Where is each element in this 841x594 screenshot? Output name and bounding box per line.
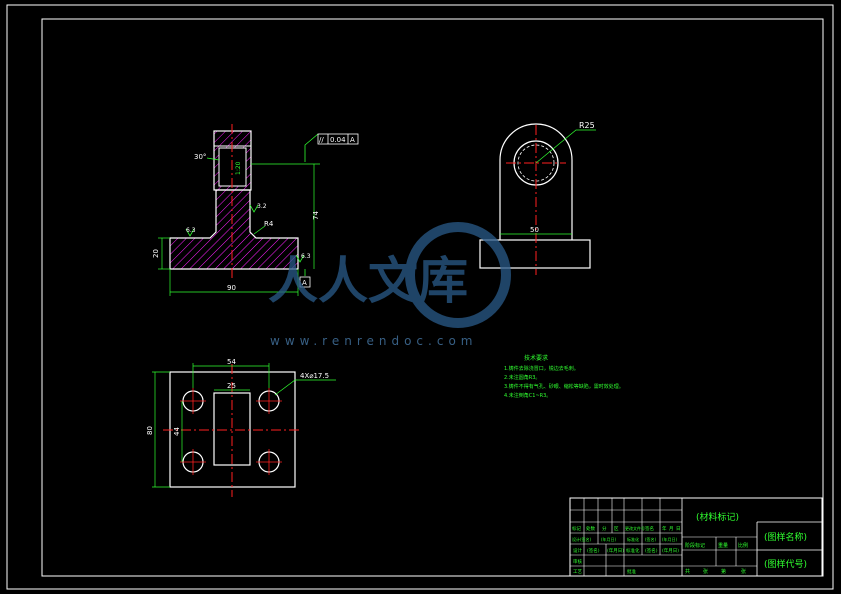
tb-r3-4: (年月日) [662,536,678,542]
roughness-right-icon [295,254,305,263]
top-height-label: 80 [146,426,154,435]
sheet-label-0: 共 [685,568,690,575]
tb-r2-4: 更改文件号 [625,525,645,531]
tb-r4-4: (签名) [645,547,658,554]
sheet-label-3: 张 [741,568,746,575]
side-view: R25 50 [479,121,596,275]
tb-r2-6: 年 [662,525,667,532]
inner-border [41,18,824,577]
tb-r3-3: (签名) [645,536,657,542]
outer-border [6,4,834,590]
tech-item-4: 4.未注倒角C1~R3。 [504,392,551,399]
tb-r4-5: (年月日) [662,547,679,554]
tb-r2-2: 分 [602,525,607,532]
tb-r3-1: (年月日) [601,536,617,542]
gdt-frame [317,133,359,145]
datum-label: A [302,279,307,287]
height-label: 74 [312,211,320,220]
hole-label: 4X⌀17.5 [300,372,329,380]
tb-r3-2: 标准化 [627,536,639,542]
fillet-label: R4 [264,220,274,228]
angle-label: 30° [194,153,206,161]
sheet-label-1: 张 [703,568,708,575]
tb-r2-8: 日 [676,526,681,532]
tb-r4-3: 标准化 [626,547,640,554]
tb-r2-7: 月 [669,526,674,532]
stage-label-0: 阶段标记 [685,542,705,549]
tb-r5-0: 审核 [573,558,582,565]
roughness-left-icon [185,228,195,237]
lug-bore-inner [517,144,555,182]
tech-title: 技术要求 [524,354,548,362]
datum-box [299,276,311,288]
title-block-frame [569,497,823,577]
front-section-view: 1:20 30° // 0.04 A 74 6.3 A R4 3.2 6.3 [152,124,359,296]
sheet-label-2: 第 [721,568,726,575]
top-view: 54 25 4X⌀17.5 80 44 [146,358,336,497]
watermark: 人人文库 www.renrendoc.com [268,222,511,348]
side-base [479,239,591,269]
tech-requirements: 技术要求 1.铸件去除浇冒口，锐边去毛刺。 2.未注圆角R3。 3.铸件不得有气… [504,354,624,399]
tech-item-1: 1.铸件去除浇冒口，锐边去毛刺。 [504,365,579,372]
roughness-left: 6.3 [186,227,196,234]
tb-r4-2: (年月日) [607,547,624,554]
tb-r2-1: 处数 [586,525,595,532]
tech-item-3: 3.铸件不得有气孔、砂眼、缩松等缺陷，需时效处理。 [504,383,624,390]
drawing-name: (图样名称) [764,531,807,543]
tb-r2-3: 区 [614,526,619,532]
gdt-symbol: // [319,136,324,144]
stage-label-1: 重量 [718,542,728,549]
width-label: 90 [227,284,236,292]
tb-r6-1: 批准 [627,568,636,575]
watermark-url: www.renrendoc.com [270,334,477,348]
top-slot [213,392,251,466]
tb-r4-1: (签名) [587,547,600,554]
gdt-datum: A [350,136,355,144]
drawing-code: (图样代号) [764,558,807,570]
tb-r4-0: 设计 [573,547,582,554]
watermark-logo-icon [405,222,511,328]
roughness-right: 6.3 [301,253,311,260]
roughness-top-icon [249,204,259,213]
stage-label-2: 比例 [738,542,748,549]
side-width-label: 50 [530,226,539,234]
tech-item-2: 2.未注圆角R3。 [504,374,540,381]
tb-r2-5: 签名 [645,525,654,532]
tb-r3-0: 设计(签名) [572,536,592,542]
thread-label: 1:20 [235,161,242,175]
base-height-label: 20 [152,249,160,258]
tb-r2-0: 标记 [572,525,581,532]
lug-outline [499,123,573,240]
inner-spacing-label: 44 [173,427,181,436]
material-mark: (材料标记) [696,511,739,523]
roughness-top: 3.2 [257,203,267,210]
side-radius-label: R25 [579,121,595,130]
gdt-value: 0.04 [330,136,346,144]
title-block: (材料标记) (图样名称) (图样代号) 阶段标记 重量 比例 共 张 第 张 … [569,497,823,577]
watermark-brand: 人人文库 [268,252,468,310]
hole-spacing-label: 54 [227,358,236,366]
slot-width-label: 25 [227,382,236,390]
tb-r6-0: 工艺 [573,569,582,575]
